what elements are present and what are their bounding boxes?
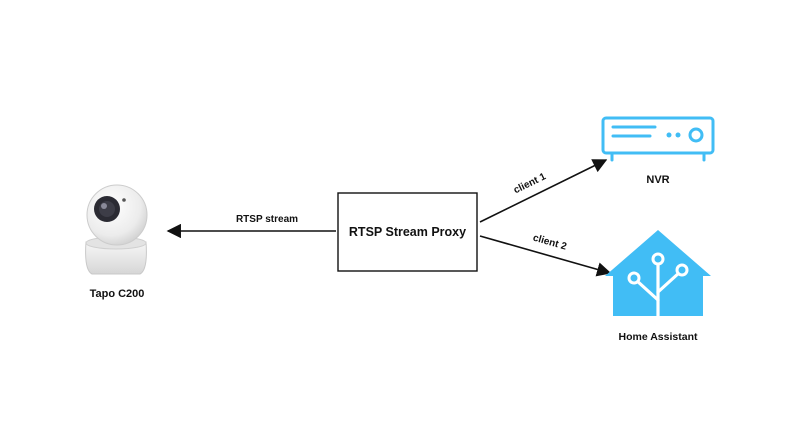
nvr-recorder-icon — [601, 116, 715, 162]
nvr-node: NVR — [601, 116, 715, 186]
proxy-label: RTSP Stream Proxy — [349, 225, 466, 239]
home-assistant-logo — [605, 230, 711, 318]
camera-icon — [85, 184, 148, 275]
home-assistant-node: Home Assistant — [605, 230, 711, 343]
arrow-client-2 — [479, 235, 612, 277]
edge-client-1: client 1 — [479, 159, 608, 223]
camera-node: Tapo C200 — [85, 184, 148, 300]
arrow-client-1 — [479, 159, 608, 223]
proxy-node: RTSP Stream Proxy — [337, 192, 478, 272]
home-assistant-label: Home Assistant — [619, 331, 698, 343]
edge-client-2: client 2 — [479, 233, 612, 277]
nvr-label: NVR — [646, 174, 669, 186]
edge-label-client-1: client 1 — [512, 171, 548, 196]
proxy-box — [337, 192, 478, 272]
edge-label-client-2: client 2 — [532, 233, 569, 253]
edge-label-rtsp-stream: RTSP stream — [236, 214, 298, 225]
edge-rtsp-stream: RTSP stream — [166, 214, 336, 239]
camera-label: Tapo C200 — [90, 288, 145, 300]
